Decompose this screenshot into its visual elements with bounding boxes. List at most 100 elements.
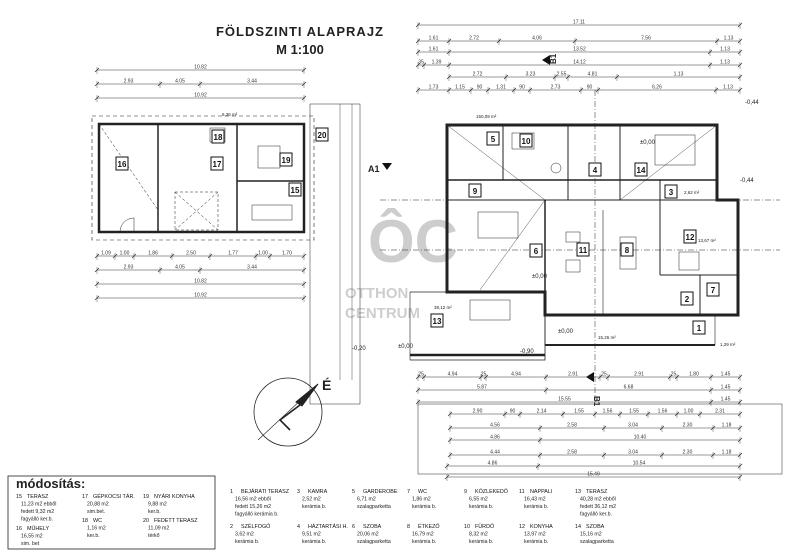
room-16: 16 <box>115 156 129 171</box>
legend-detail: fagyálló kerámia b. <box>235 512 279 518</box>
dimension-label: 4.05 <box>175 79 185 85</box>
dimension-label: 2.73 <box>551 85 561 91</box>
dimension-label: 3.04 <box>628 450 638 456</box>
room-number: 18 <box>214 133 223 142</box>
dimension-label: 4.86 <box>488 461 498 467</box>
area-label: 13,67 m² <box>698 238 716 243</box>
dimension-label: 1.13 <box>674 72 684 78</box>
dimension-label: 17.11 <box>573 20 585 26</box>
dimension-label: 6.26 <box>652 85 662 91</box>
room-17: 17 <box>210 156 224 171</box>
legend-detail: 6,55 m2 <box>469 497 488 503</box>
dimension-label: 2.72 <box>469 36 479 42</box>
section-a1-label: A1 <box>368 164 380 174</box>
level-label: -0,44 <box>745 100 759 106</box>
legend-detail: 2,52 m2 <box>302 497 321 503</box>
level-label: ±0,00 <box>398 344 414 350</box>
room-5: 5 <box>486 131 500 146</box>
legend-room-name: KÖZLEKEDŐ <box>475 488 508 495</box>
dimension-label: 3.04 <box>628 423 638 429</box>
legend-detail: 15,16 m2 <box>580 532 602 538</box>
legend-room-name: SZOBA <box>586 524 605 530</box>
level-label: ±0,00 <box>532 274 548 280</box>
room-number: 2 <box>685 295 690 304</box>
legend-detail: 8,32 m2 <box>469 532 488 538</box>
legend-room-name: MŰHELY <box>27 525 49 532</box>
legend-detail: 11,09 m2 <box>148 526 169 532</box>
legend-detail: 1,16 m2 <box>87 526 106 532</box>
area-label: 2,62 m² <box>684 190 700 195</box>
dimension-label: 25 <box>418 372 424 378</box>
legend-detail: 40,28 m2 ebből <box>580 497 616 503</box>
dimension-label: 2.91 <box>634 372 644 378</box>
legend-room-name: GÉPKOCSI TÁR. <box>93 493 135 500</box>
dimension-label: 4.86 <box>490 435 500 441</box>
dimension-label: 7.56 <box>641 36 651 42</box>
terraces <box>409 291 716 361</box>
legend-detail: kerámia b. <box>469 504 493 510</box>
room-number: 7 <box>711 286 716 295</box>
legend-room-name: FEDETT TERASZ <box>154 518 198 524</box>
legend-detail: 16,56 m2 ebből <box>235 497 271 503</box>
legend-detail: szalagparketta <box>580 539 614 545</box>
watermark-text-2: CENTRUM <box>345 305 420 322</box>
room-number: 1 <box>697 324 702 333</box>
dimension-label: 1.18 <box>722 450 732 456</box>
room-number: 17 <box>213 160 222 169</box>
room-14: 14 <box>634 162 648 177</box>
legend-detail: 16,55 m2 <box>21 534 43 540</box>
level-label: ±0,00 <box>640 140 656 146</box>
room-10: 10 <box>519 133 533 148</box>
dimension-label: 10.82 <box>194 279 207 285</box>
legend-number: 7 <box>407 489 410 495</box>
dimension-label: 5.87 <box>477 385 487 391</box>
watermark-logo-text: ÔC <box>368 208 458 275</box>
legend-detail: 9,51 m2 <box>302 532 321 538</box>
legend-number: 19 <box>143 494 149 500</box>
north-compass <box>253 377 323 447</box>
dimension-label: 1.13 <box>720 60 730 66</box>
room-1: 1 <box>692 320 706 335</box>
room-20: 20 <box>315 127 329 142</box>
legend-detail: 6,71 m2 <box>357 497 376 503</box>
main-house <box>445 123 740 317</box>
dimension-label: 2.72 <box>473 72 483 78</box>
section-b1-top-label: B1 <box>549 53 558 64</box>
dimension-label: 25 <box>671 372 677 378</box>
legend-room-name: ÉTKEZŐ <box>418 523 440 530</box>
dimension-label: 1.13 <box>720 47 730 53</box>
legend-number: 9 <box>464 489 467 495</box>
level-label: -0,90 <box>520 349 534 355</box>
dimension-label: 1.00 <box>120 251 130 257</box>
legend-detail: szalagparketta <box>357 504 391 510</box>
legend-detail: ker.b. <box>148 509 161 515</box>
legend-room-name: TERASZ <box>586 489 608 495</box>
dimension-row: 17.11 <box>415 20 743 29</box>
room-2: 2 <box>680 291 694 306</box>
area-label: 15,26 m² <box>598 335 616 340</box>
legend-detail: fedett 15,26 m2 <box>235 504 271 510</box>
dimension-label: 2.93 <box>124 79 134 85</box>
legend-number: 16 <box>16 526 22 532</box>
dimension-label: 1.13 <box>723 85 733 91</box>
dimension-label: 15.55 <box>558 397 571 403</box>
dimension-label: 2.30 <box>683 450 693 456</box>
dimension-row: 10.82 <box>94 279 307 288</box>
room-number: 6 <box>534 247 539 256</box>
covered-terrace-outline <box>309 103 361 405</box>
legend-detail: kerámia b. <box>469 539 493 545</box>
dimension-label: 90 <box>519 85 525 91</box>
legend-detail: 20,06 m2 <box>357 532 379 538</box>
dimension-row: 10.82 <box>94 65 307 74</box>
dimension-label: 1.15 <box>455 85 465 91</box>
dimension-label: 1.77 <box>228 251 238 257</box>
